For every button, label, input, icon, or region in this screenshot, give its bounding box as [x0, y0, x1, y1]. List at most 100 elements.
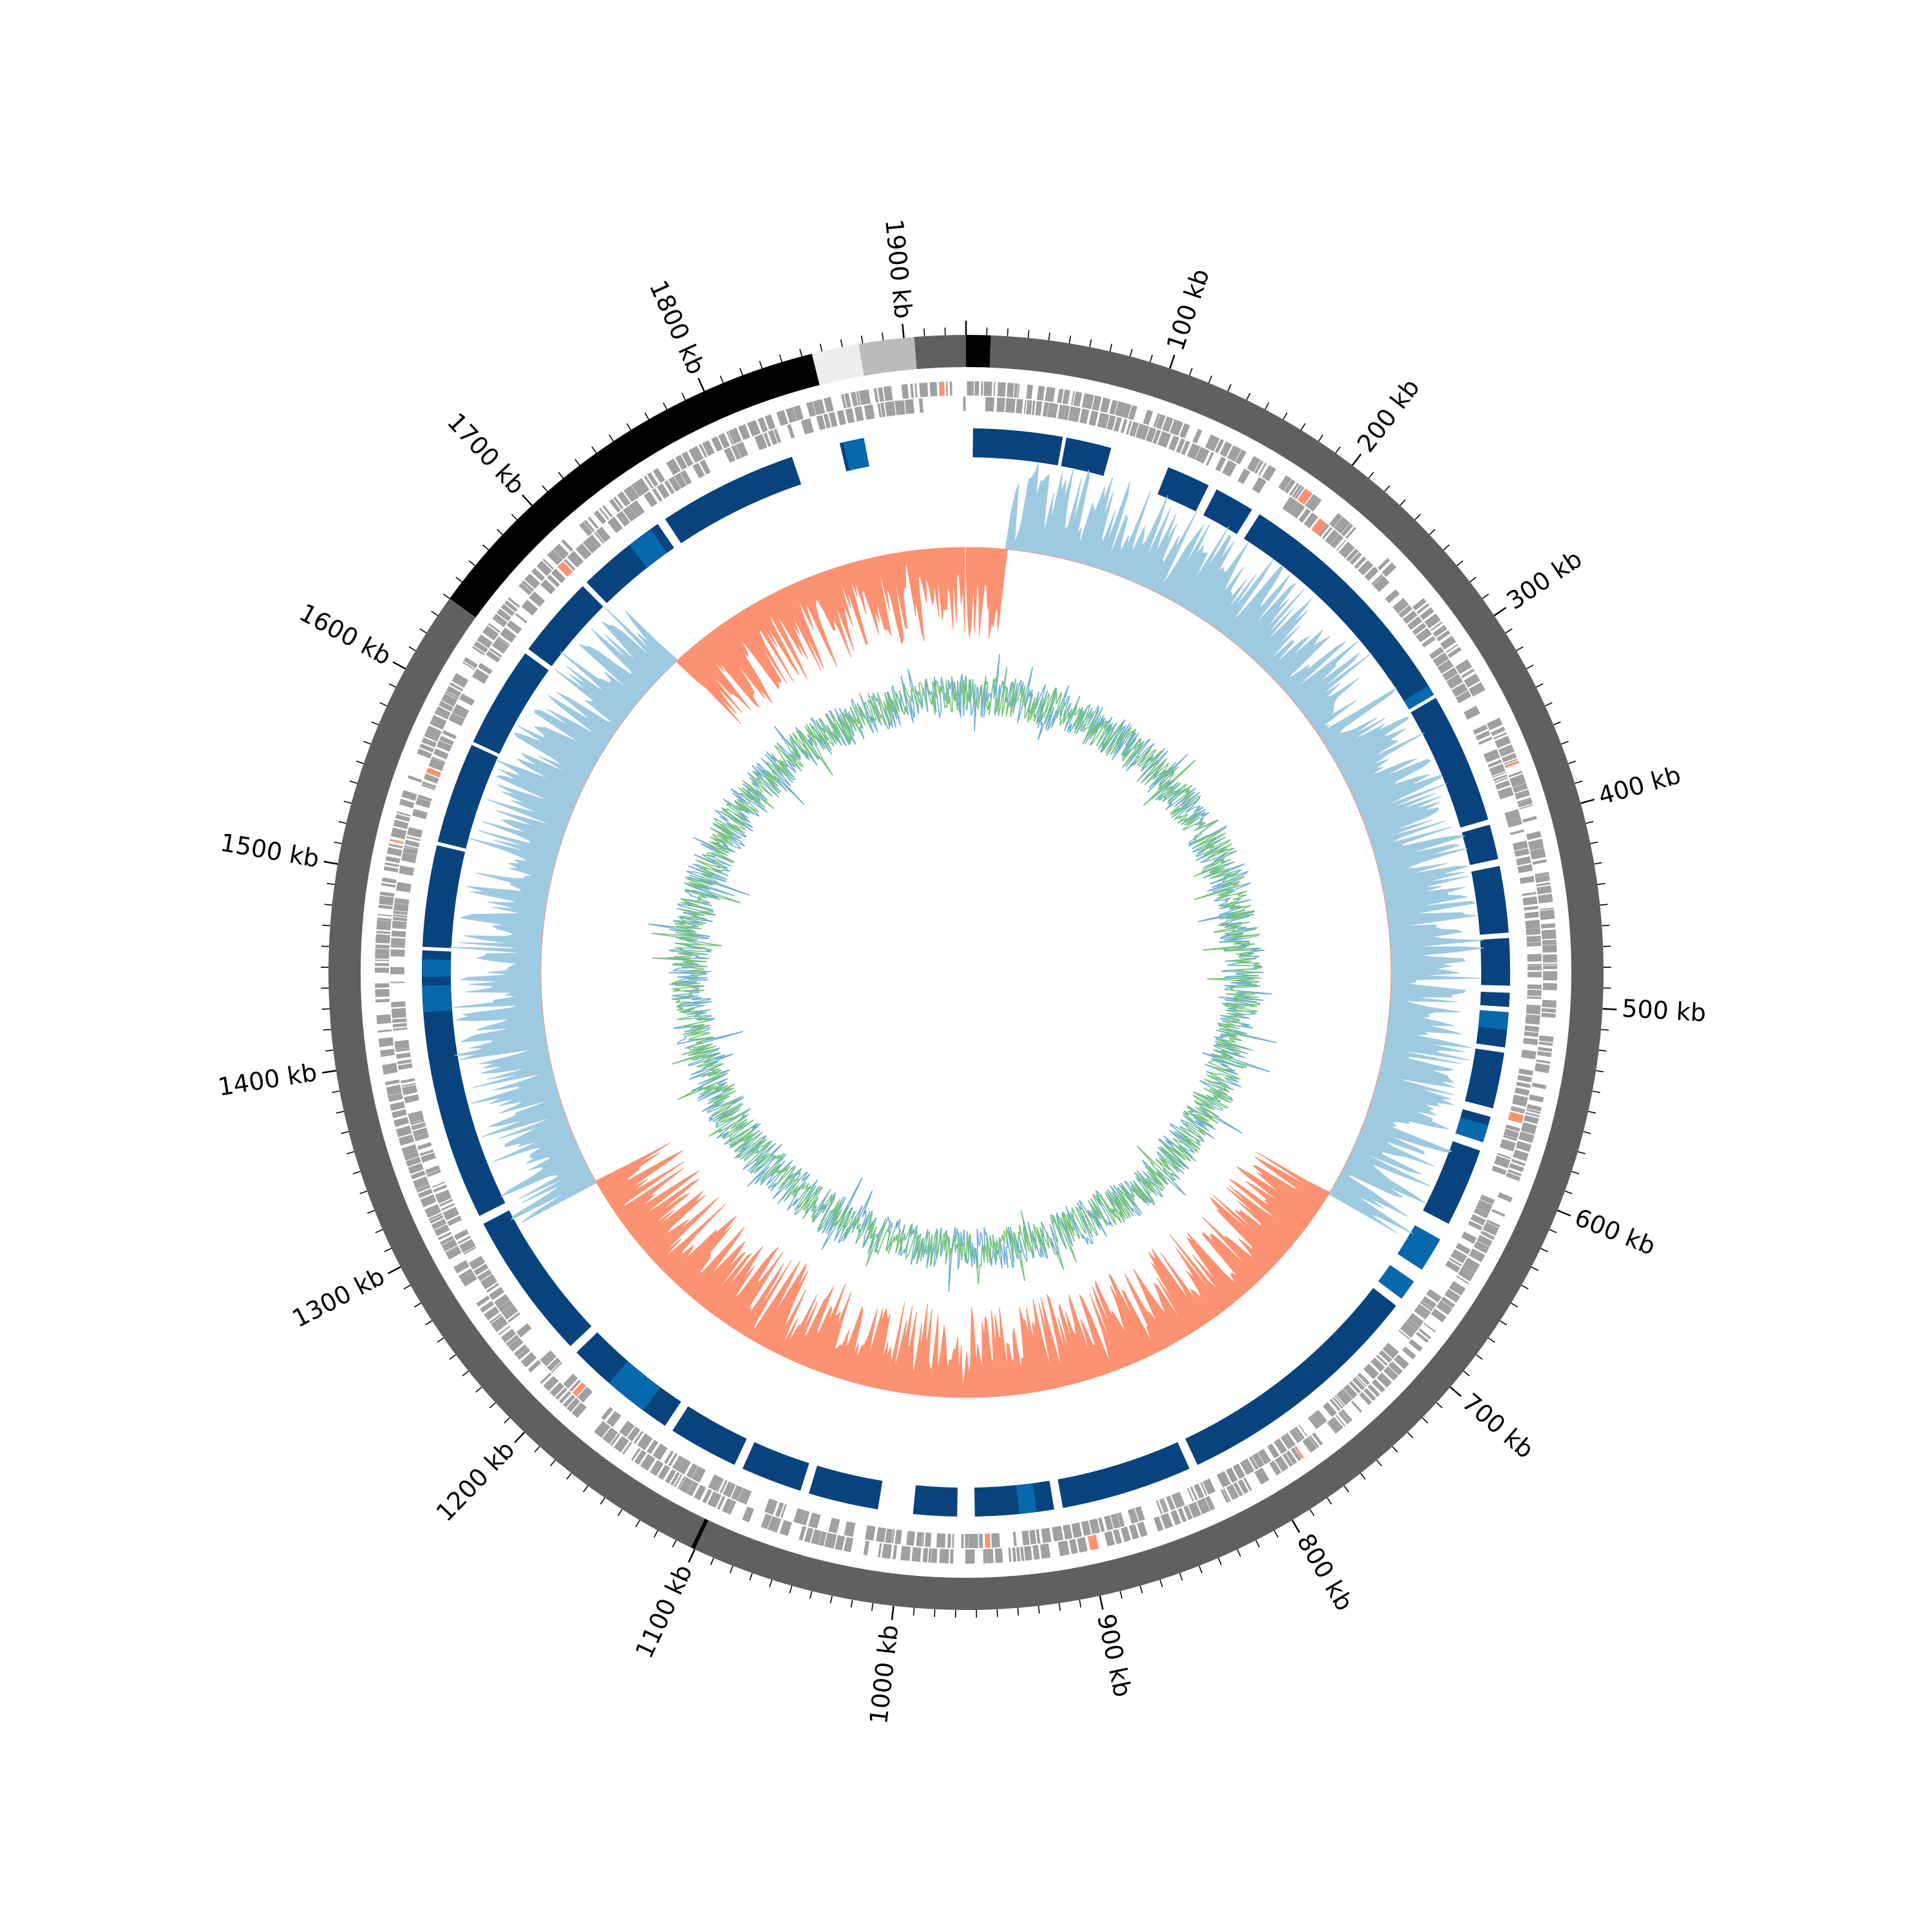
gene-forward [445, 690, 459, 700]
gene-forward [417, 1188, 433, 1198]
gene-reverse [1135, 423, 1146, 439]
gene-forward [1285, 1450, 1298, 1465]
gene-forward [622, 1441, 632, 1455]
minor-tick [923, 328, 925, 337]
minor-tick [1109, 343, 1113, 352]
gene-forward [718, 433, 730, 449]
gene-reverse [845, 408, 855, 424]
minor-tick [710, 1557, 714, 1566]
gene-forward [1526, 831, 1542, 840]
minor-tick [1564, 1190, 1573, 1195]
gene-forward [950, 1549, 954, 1564]
gene-forward [440, 1235, 454, 1245]
gene-forward [395, 813, 410, 822]
gene-reverse [1376, 1354, 1388, 1366]
gene-forward [1045, 386, 1056, 402]
gene-reverse [1523, 1037, 1538, 1046]
gene-forward [376, 920, 392, 931]
homology-highlight [1397, 1225, 1441, 1270]
homology-block [1464, 1048, 1504, 1108]
gene-forward [1423, 1323, 1436, 1333]
gene-forward [561, 539, 574, 552]
minor-tick [626, 423, 632, 431]
gene-reverse [1398, 605, 1413, 618]
gene-reverse [1047, 402, 1059, 419]
gene-forward [1539, 909, 1555, 920]
gene-reverse [489, 647, 502, 658]
gene-forward [1539, 907, 1554, 911]
gene-reverse [1521, 1049, 1537, 1059]
homology-block [437, 744, 498, 849]
gene-forward [1536, 882, 1551, 887]
gene-reverse [1505, 1124, 1520, 1132]
gene-forward [1447, 647, 1462, 658]
tick-label: 1500 kb [218, 828, 321, 873]
gene-forward [844, 393, 851, 408]
gene-reverse [486, 1283, 500, 1293]
gene-forward [878, 387, 885, 402]
homology-highlight [422, 985, 453, 1012]
gene-forward [571, 1402, 587, 1418]
gene-forward [721, 1498, 734, 1513]
gene-reverse [1512, 840, 1528, 851]
minor-tick [871, 1603, 874, 1611]
gene-reverse [551, 1361, 563, 1373]
minor-tick [1568, 761, 1576, 764]
gene-reverse [1121, 419, 1128, 433]
minor-tick [1553, 721, 1561, 726]
homology-highlight [1016, 1483, 1037, 1514]
gene-reverse [428, 757, 445, 772]
gene-reverse [1217, 1471, 1231, 1488]
gene-forward [1109, 399, 1118, 415]
gene-forward [670, 1472, 680, 1486]
minor-tick [1436, 1402, 1443, 1408]
gene-reverse [1343, 1384, 1358, 1399]
gene-reverse [1332, 1396, 1343, 1409]
gene-forward [757, 417, 768, 433]
minor-tick [324, 904, 332, 906]
homology-block [742, 1442, 810, 1491]
minor-tick [1368, 471, 1374, 478]
gene-forward [599, 507, 610, 520]
gene-forward [647, 472, 659, 487]
gene-forward [1532, 859, 1547, 865]
gene-reverse [1527, 972, 1542, 978]
gene-forward [445, 1245, 459, 1254]
gene-forward [375, 983, 390, 988]
gene-forward [993, 382, 996, 397]
gene-forward [1418, 1328, 1432, 1340]
homology-ring [422, 428, 1511, 1517]
gene-forward [1012, 1547, 1017, 1562]
gene-forward [1412, 598, 1427, 611]
gene-forward [1170, 1510, 1181, 1526]
gene-forward [1269, 1460, 1282, 1476]
gene-reverse [1031, 401, 1036, 415]
homology-block [972, 428, 1063, 466]
gene-reverse [633, 1430, 644, 1444]
gene-reverse [442, 1206, 460, 1221]
major-tick [1493, 607, 1507, 616]
gene-forward [631, 482, 643, 497]
gene-reverse [589, 535, 601, 548]
gene-forward [945, 381, 948, 396]
gene-forward [1222, 1488, 1231, 1502]
gene-reverse [439, 1198, 453, 1207]
minor-tick [1443, 544, 1450, 551]
gene-forward [489, 1314, 502, 1324]
gene-forward [434, 706, 451, 720]
gene-forward [726, 431, 734, 446]
gene-reverse [1323, 1402, 1337, 1417]
minor-tick [779, 354, 782, 363]
minor-tick [1159, 1579, 1163, 1587]
gene-reverse [708, 1474, 723, 1492]
minor-tick [653, 1530, 659, 1538]
tick-label: 100 kb [1161, 265, 1215, 354]
minor-tick [1007, 328, 1009, 337]
gene-reverse [1145, 426, 1157, 443]
gene-forward [1192, 428, 1202, 444]
gene-forward [863, 1540, 870, 1556]
gene-forward [609, 498, 621, 513]
minor-tick [882, 332, 884, 341]
minor-tick [609, 434, 614, 442]
